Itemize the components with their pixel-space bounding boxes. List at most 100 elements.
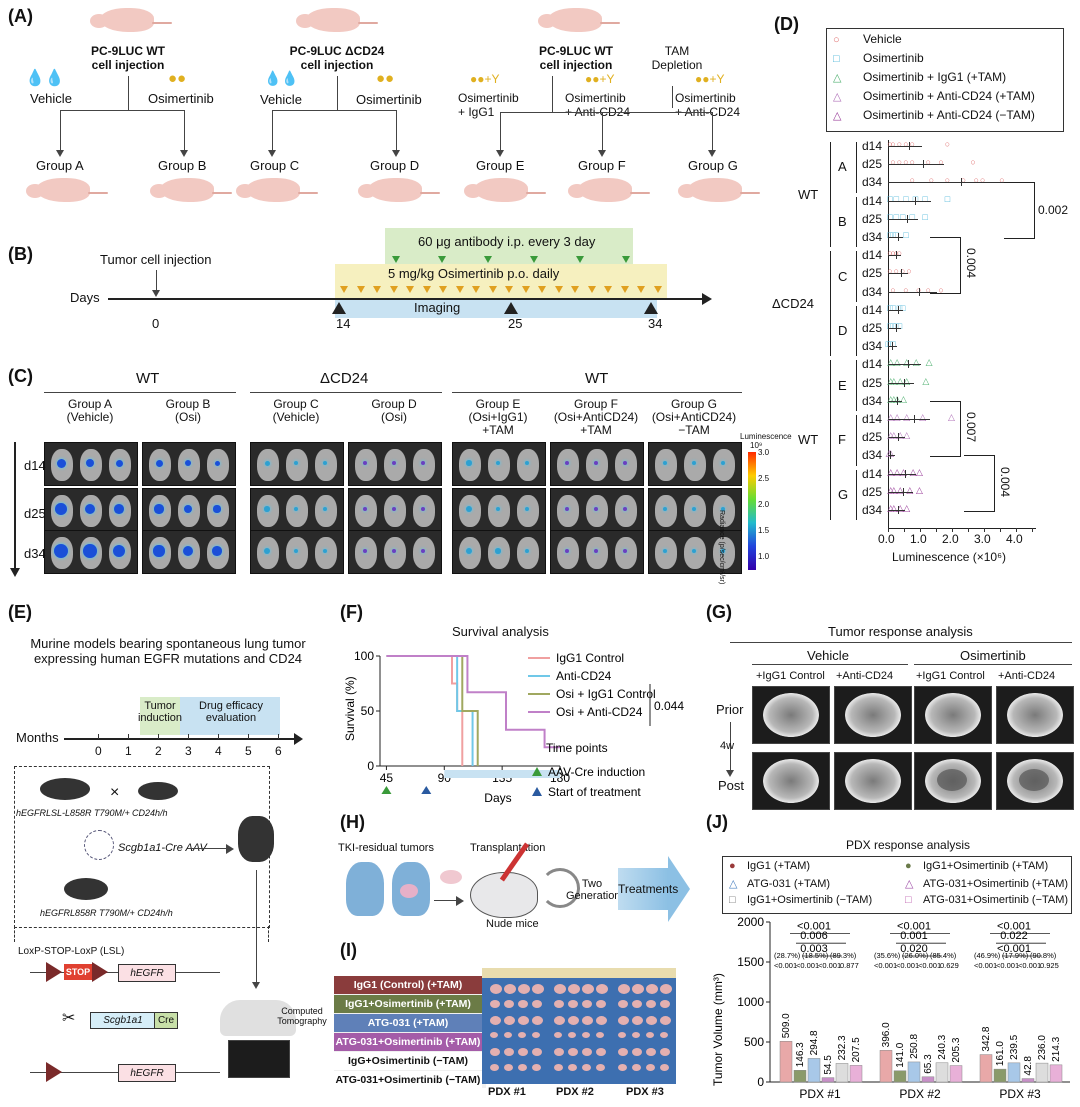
osimertinib-dose-arrow [389, 286, 398, 293]
luminescence-signal [663, 461, 667, 465]
mouse-silhouette [713, 449, 735, 481]
column-header: +IgG1 Control [756, 670, 825, 682]
mouse-icon [40, 778, 90, 800]
mouse-silhouette [655, 537, 677, 569]
luminescence-signal [323, 461, 327, 465]
tumor-specimen [582, 984, 594, 994]
tumor-specimen [490, 1064, 499, 1071]
bioluminescence-image [250, 488, 344, 532]
data-point: ○ [890, 139, 896, 149]
mouse-silhouette [615, 495, 637, 527]
x-tick [936, 528, 937, 533]
pill-icon: ●● [376, 70, 395, 87]
luminescence-signal [721, 507, 725, 511]
mouse-icon [678, 178, 760, 202]
tumor-specimen [490, 1048, 500, 1056]
bioluminescence-image [348, 530, 442, 574]
tumor-specimen [490, 1032, 498, 1038]
group-header: Group F(Osi+AntiCD24)+TAM [546, 398, 646, 437]
colorbar-exponent: 10⁹ [750, 441, 763, 450]
group-header-line: −TAM [678, 423, 710, 437]
p-value: <0.001 [918, 961, 941, 970]
legend-label: Anti-CD24 [556, 669, 612, 683]
luminescence-signal [565, 507, 569, 511]
luminescence-signal [421, 549, 425, 553]
bioluminescence-image [452, 442, 546, 486]
y-tick-label: 50 [361, 704, 375, 718]
data-point: △ [890, 484, 898, 495]
tumor-specimen [568, 1048, 578, 1056]
group-header-line: (Vehicle) [272, 410, 320, 424]
p-value: <0.001 [797, 921, 831, 933]
tumor-specimen [618, 1032, 626, 1038]
p-value: 0.629 [940, 961, 959, 970]
bar-value-label: 42.8 [1023, 1056, 1034, 1076]
tumor-specimen [518, 1016, 529, 1025]
tick-label: 14 [336, 316, 351, 331]
group-header: Osimertinib [960, 648, 1026, 663]
group-letter: B [838, 213, 847, 229]
luminescence-signal [112, 544, 126, 558]
genotype-label: hEGFRL858R T790M/+ CD24h/h [40, 908, 173, 918]
legend-entry: □IgG1+Osimertinib (−TAM) [729, 894, 872, 906]
data-point: □ [887, 230, 893, 240]
day-label: d34 [862, 339, 883, 354]
treatments-arrow [618, 868, 668, 910]
data-point: △ [887, 357, 895, 368]
x-tick-label: PDX #3 [999, 1087, 1041, 1101]
data-point: △ [887, 375, 895, 386]
data-point: △ [903, 375, 911, 386]
bioluminescence-image [142, 488, 236, 532]
x-tick-label: 4.0 [1006, 532, 1023, 547]
tki-label: TKI-residual tumors [338, 842, 434, 854]
luminescence-signal [153, 545, 165, 557]
vehicle-label: Vehicle [260, 92, 302, 107]
legend-marker: ○ [833, 34, 840, 46]
mouse-silhouette [355, 495, 377, 527]
imaging-label: Imaging [414, 300, 461, 315]
nude-mice-label: Nude mice [486, 918, 539, 930]
bioluminescence-image [452, 488, 546, 532]
tumor-specimen [568, 1064, 577, 1071]
x-tick-label: 45 [380, 771, 394, 785]
bioluminescence-image [452, 530, 546, 574]
legend-label: IgG1+Osimertinib (−TAM) [747, 894, 873, 906]
mouse-icon [568, 178, 650, 202]
osimertinib-dose-arrow [455, 286, 464, 293]
bioluminescence-image [550, 530, 644, 574]
treatments-label: Treatments [618, 882, 679, 896]
luminescence-signal [662, 506, 668, 512]
luminescence-signal [264, 460, 270, 466]
panel-g-label: (G) [706, 602, 732, 622]
mouse-silhouette [557, 495, 579, 527]
mouse-icon [236, 178, 318, 202]
treatment-bar [444, 770, 560, 778]
legend-label: Osi + IgG1 Control [556, 687, 656, 701]
significance-bracket [1004, 182, 1035, 239]
stop-box: STOP [64, 964, 92, 980]
osimertinib-dose-arrow [340, 286, 348, 293]
y-tick-label: 0 [757, 1075, 764, 1089]
legend-label: Osimertinib + Anti-CD24 (+TAM) [863, 89, 1035, 103]
tumor-specimen [554, 1016, 565, 1025]
colorbar-tick: 1.5 [758, 526, 770, 535]
data-point: ○ [890, 284, 896, 295]
lung-lesion [937, 769, 967, 791]
error-bar [888, 419, 930, 420]
day-label: d34 [862, 230, 883, 244]
data-point: ○ [887, 139, 893, 149]
group-header-line: (Osi+IgG1) [468, 410, 528, 424]
genotype-label: CD24h/h [132, 808, 168, 818]
chest-cross-section [763, 693, 819, 737]
group-bracket [856, 415, 857, 466]
mean-marker [903, 487, 905, 496]
error-bar [888, 364, 921, 366]
data-point: △ [896, 484, 904, 495]
mouse-silhouette [517, 495, 539, 527]
mean-marker [897, 233, 899, 241]
survival-curve [386, 655, 560, 749]
mean-marker [891, 342, 893, 351]
data-point: △ [890, 503, 898, 513]
